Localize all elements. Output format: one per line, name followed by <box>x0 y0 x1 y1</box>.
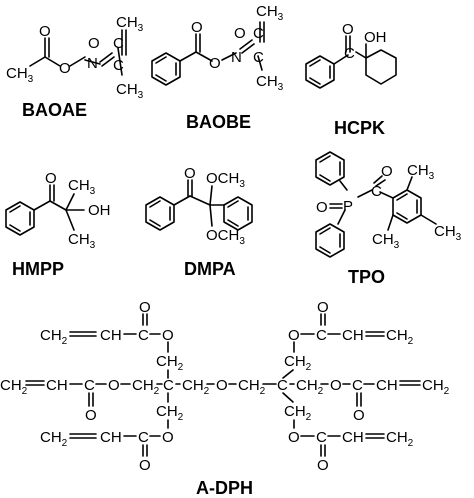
adph-o-mr-dbl: O <box>353 407 365 424</box>
adph-ch2-l-bottom: CH2 <box>156 403 184 423</box>
baoae-c-imine: C <box>113 57 124 74</box>
baobe-label: BAOBE <box>186 112 251 132</box>
adph-structure: CH2 CH C O O CH2 CH2 CH C O O CH2 C CH2 … <box>0 299 450 498</box>
adph-ch2-mc1: CH2 <box>182 377 210 397</box>
adph-ch2-bl: CH2 <box>40 429 68 449</box>
baoae-o-ester: O <box>59 60 71 77</box>
adph-ch2-tl: CH2 <box>40 327 68 347</box>
adph-c-ml: C <box>84 377 95 394</box>
adph-ch-bl: CH <box>100 429 122 446</box>
adph-ch-tl: CH <box>100 327 122 344</box>
tpo-ch3-bottom: CH3 <box>372 231 400 251</box>
adph-o-bl-dbl: O <box>139 457 151 474</box>
adph-ch-ml: CH <box>46 377 68 394</box>
hmpp-oh: OH <box>88 202 111 219</box>
adph-o-bl: O <box>162 429 174 446</box>
tpo-label: TPO <box>348 267 385 287</box>
adph-c-right-center: C <box>277 377 288 394</box>
hmpp-label: HMPP <box>12 259 64 279</box>
adph-ch2-ml: CH2 <box>0 377 28 397</box>
hmpp-ch3-bottom: CH3 <box>68 231 96 251</box>
hcpk-oh: OH <box>364 29 387 46</box>
hmpp-o-keto: O <box>45 170 57 187</box>
adph-label: A-DPH <box>196 478 253 498</box>
baobe-c-imine: C <box>253 49 264 66</box>
dmpa-structure: O OCH3 OCH3 DMPA <box>145 165 253 279</box>
adph-o-ml: O <box>108 377 120 394</box>
adph-ch-mr: CH <box>376 377 398 394</box>
adph-o-br: O <box>288 429 300 446</box>
tpo-o-p: O <box>316 199 328 216</box>
baoae-o-keto: O <box>88 35 100 52</box>
baoae-ch3-bottom: CH3 <box>116 81 144 101</box>
baoae-ch3-left: CH3 <box>6 65 34 85</box>
dmpa-label: DMPA <box>184 259 236 279</box>
adph-o-br-dbl: O <box>317 457 329 474</box>
adph-o-tl-dbl: O <box>139 299 151 316</box>
adph-o-ml-dbl: O <box>85 407 97 424</box>
tpo-c-keto: C <box>371 183 382 200</box>
dmpa-o-keto: O <box>184 165 196 182</box>
baoae-structure: O CH3 O N O C CH3 C CH3 BAOAE <box>6 14 144 120</box>
adph-c-tr: C <box>316 327 327 344</box>
tpo-structure: P O C O CH3 CH3 CH3 TPO <box>315 151 462 287</box>
adph-ch-br: CH <box>342 429 364 446</box>
hcpk-label: HCPK <box>334 118 385 138</box>
adph-c-bl: C <box>138 429 149 446</box>
baoae-c-keto: C <box>113 35 124 52</box>
hmpp-ch3-top: CH3 <box>68 177 96 197</box>
hcpk-o-keto: O <box>342 21 354 38</box>
adph-c-mr: C <box>352 377 363 394</box>
baobe-structure: O O N O C CH3 C CH3 BAOBE <box>151 3 284 132</box>
baobe-n: N <box>231 49 242 66</box>
baobe-ch3-bottom: CH3 <box>256 73 284 93</box>
baoae-ch3-top: CH3 <box>116 14 144 34</box>
adph-c-tl: C <box>138 327 149 344</box>
tpo-ch3-right: CH3 <box>434 223 462 243</box>
adph-o-mr: O <box>330 377 342 394</box>
adph-ch2-br: CH2 <box>386 429 414 449</box>
adph-ch2-l-top: CH2 <box>156 353 184 373</box>
adph-o-ether: O <box>216 377 228 394</box>
hcpk-structure: O C OH HCPK <box>305 21 397 138</box>
adph-ch2-mr1: CH2 <box>296 377 324 397</box>
baobe-o-top: O <box>191 19 203 36</box>
baobe-c-keto: C <box>253 25 264 42</box>
adph-ch-tr: CH <box>342 327 364 344</box>
adph-c-left-center: C <box>163 377 174 394</box>
adph-ch2-r-top: CH2 <box>284 353 312 373</box>
baoae-n: N <box>87 55 98 72</box>
baobe-o-ester: O <box>209 55 221 72</box>
adph-o-tr: O <box>288 327 300 344</box>
hmpp-structure: O CH3 OH CH3 HMPP <box>5 170 111 279</box>
dmpa-och3-top: OCH3 <box>206 170 245 190</box>
baobe-o-keto: O <box>234 25 246 42</box>
tpo-o-keto: O <box>381 163 393 180</box>
baoae-o-top: O <box>39 23 51 40</box>
adph-o-tl: O <box>162 327 174 344</box>
baobe-ch3-top: CH3 <box>256 3 284 23</box>
baoae-label: BAOAE <box>22 100 87 120</box>
adph-ch2-tr: CH2 <box>386 327 414 347</box>
adph-ch2-ml2: CH2 <box>132 377 160 397</box>
adph-ch2-mr2: CH2 <box>422 377 450 397</box>
hcpk-c-keto: C <box>344 45 355 62</box>
adph-c-br: C <box>316 429 327 446</box>
adph-ch2-mc2: CH2 <box>238 377 266 397</box>
adph-o-tr-dbl: O <box>317 299 329 316</box>
dmpa-och3-bottom: OCH3 <box>206 227 245 247</box>
adph-ch2-r-bottom: CH2 <box>284 403 312 423</box>
tpo-p: P <box>343 198 353 215</box>
tpo-ch3-top: CH3 <box>407 162 435 182</box>
